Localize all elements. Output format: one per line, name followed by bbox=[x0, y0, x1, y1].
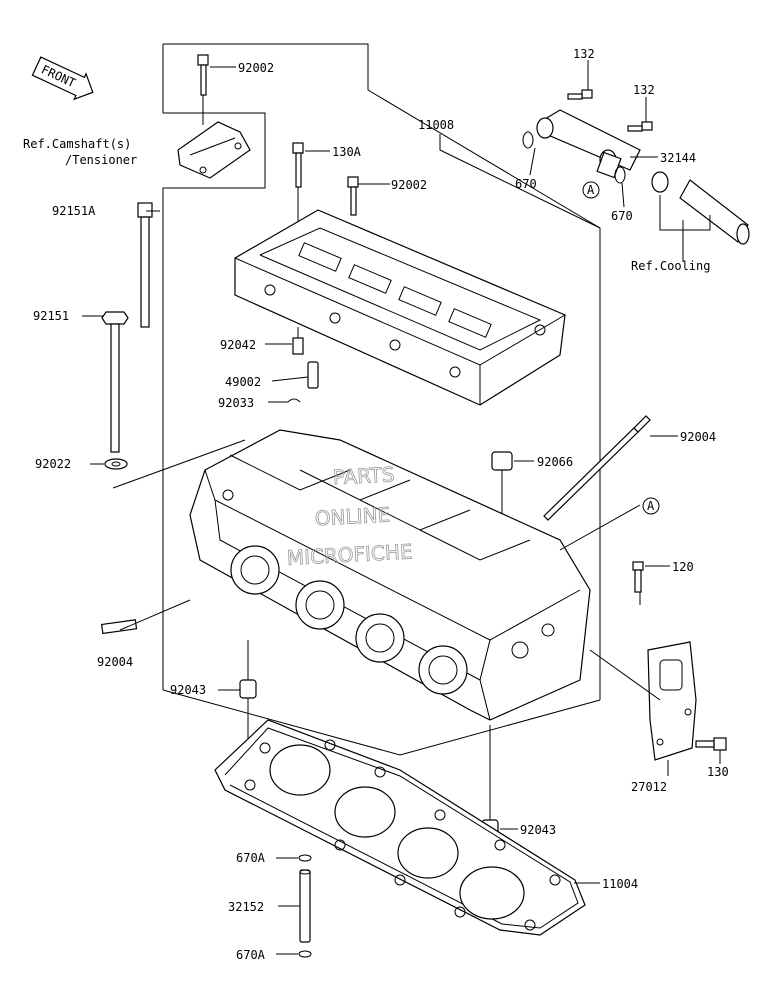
dowel-pin-92043-right bbox=[481, 725, 499, 839]
bracket-27012 bbox=[647, 641, 697, 761]
stud-92004-left bbox=[100, 619, 138, 635]
part-label-92042: 92042 bbox=[220, 338, 256, 352]
part-label-130A: 130A bbox=[332, 145, 362, 159]
part-label-670-a: 670 bbox=[515, 177, 537, 191]
watermark-line-2: ONLINE bbox=[314, 502, 390, 530]
svg-text:A: A bbox=[647, 499, 655, 513]
part-label-92033: 92033 bbox=[218, 396, 254, 410]
bolt-92002-mid bbox=[347, 176, 359, 216]
ref-tensioner-label: /Tensioner bbox=[65, 153, 137, 167]
bolt-132-b bbox=[627, 121, 653, 132]
part-label-92151A: 92151A bbox=[52, 204, 96, 218]
washer-92022 bbox=[104, 458, 128, 470]
bolt-132-a bbox=[567, 89, 593, 100]
o-ring-670-a bbox=[522, 131, 534, 149]
part-label-32152: 32152 bbox=[228, 900, 264, 914]
o-ring-670A-upper bbox=[298, 854, 312, 862]
part-label-49002: 49002 bbox=[225, 375, 261, 389]
stud-92004-right bbox=[543, 415, 651, 521]
part-label-92151: 92151 bbox=[33, 309, 69, 323]
bolt-120 bbox=[632, 561, 644, 593]
ref-camshaft-label: Ref.Camshaft(s) bbox=[23, 137, 131, 151]
hose-clamp bbox=[651, 171, 669, 193]
part-label-92002-top: 92002 bbox=[238, 61, 274, 75]
bolt-92151A bbox=[137, 202, 153, 328]
clip-92033 bbox=[287, 398, 301, 403]
bolt-92151 bbox=[101, 311, 129, 453]
part-label-92002-mid: 92002 bbox=[391, 178, 427, 192]
part-label-92022: 92022 bbox=[35, 457, 71, 471]
part-label-670A-upper: 670A bbox=[236, 851, 266, 865]
front-direction-arrow: FRONT bbox=[31, 56, 94, 101]
cylinder-head bbox=[189, 429, 591, 721]
lifter-49002 bbox=[307, 361, 319, 389]
head-gasket-11004 bbox=[214, 719, 586, 936]
part-label-92004-left: 92004 bbox=[97, 655, 133, 669]
part-label-32144: 32144 bbox=[660, 151, 696, 165]
camshaft-tensioner-bracket bbox=[177, 121, 251, 179]
bolt-130A bbox=[292, 142, 304, 230]
part-label-120: 120 bbox=[672, 560, 694, 574]
ref-cooling-label: Ref.Cooling bbox=[631, 259, 710, 273]
part-label-11004: 11004 bbox=[602, 877, 638, 891]
part-label-130: 130 bbox=[707, 765, 729, 779]
part-label-92004-right: 92004 bbox=[680, 430, 716, 444]
dowel-pin-92042 bbox=[292, 327, 304, 355]
part-label-132-a: 132 bbox=[573, 47, 595, 61]
part-label-132-b: 132 bbox=[633, 83, 655, 97]
bolt-92002-top bbox=[197, 54, 209, 125]
reference-marker-a-2: A bbox=[642, 497, 660, 515]
part-label-92043-left: 92043 bbox=[170, 683, 206, 697]
svg-text:A: A bbox=[587, 183, 595, 197]
part-label-670A-lower: 670A bbox=[236, 948, 266, 962]
reference-marker-a-1: A bbox=[582, 181, 600, 199]
pipe-32152 bbox=[299, 869, 311, 943]
o-ring-670-b bbox=[614, 166, 626, 184]
part-label-670-b: 670 bbox=[611, 209, 633, 223]
leader-lines bbox=[82, 60, 721, 955]
watermark-line-1: PARTS bbox=[332, 462, 395, 489]
group-outline-lines bbox=[112, 43, 601, 756]
o-ring-670A-lower bbox=[298, 950, 312, 958]
part-label-92066: 92066 bbox=[537, 455, 573, 469]
bolt-130 bbox=[695, 737, 727, 751]
water-pipe-32144 bbox=[536, 109, 641, 179]
part-label-11008: 11008 bbox=[418, 118, 454, 132]
cooling-hose bbox=[679, 179, 750, 245]
part-label-92043-right: 92043 bbox=[520, 823, 556, 837]
camshaft-holder bbox=[234, 209, 566, 406]
part-label-27012: 27012 bbox=[631, 780, 667, 794]
